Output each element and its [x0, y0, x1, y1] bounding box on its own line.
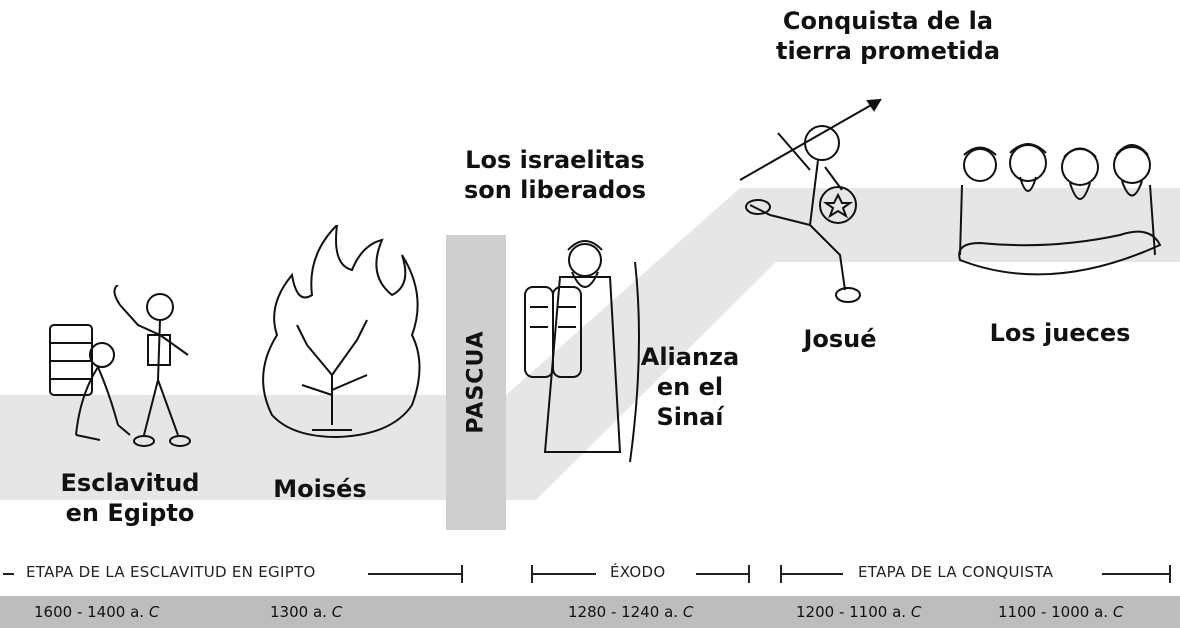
esclavitud-label: Esclavitud en Egipto — [30, 468, 230, 528]
stage-conquista: ETAPA DE LA CONQUISTA — [858, 563, 1054, 581]
band-low — [0, 395, 446, 500]
alianza-line2: en el — [656, 373, 724, 401]
date-1600-1400: 1600 - 1400 a. C — [34, 603, 159, 621]
date-1300: 1300 a. C — [270, 603, 342, 621]
date-3-era: C — [682, 603, 694, 621]
date-1-era: C — [148, 603, 160, 621]
pascua-label: PASCUA — [463, 330, 489, 434]
date-1-text: 1600 - 1400 a. — [34, 603, 145, 621]
conquista-line2: tierra prometida — [775, 37, 1001, 65]
date-3-text: 1280 - 1240 a. — [568, 603, 679, 621]
judges-icon — [958, 143, 1162, 276]
alianza-label: Alianza en el Sinaí — [640, 342, 740, 432]
joshua-icon — [739, 98, 882, 303]
pascua-bar — [446, 235, 506, 530]
date-2-era: C — [331, 603, 343, 621]
date-2-text: 1300 a. — [270, 603, 327, 621]
josue-label: Josué — [803, 325, 877, 353]
date-5-era: C — [1112, 603, 1124, 621]
date-1280-1240: 1280 - 1240 a. C — [568, 603, 693, 621]
burning-bush-icon — [262, 225, 421, 439]
date-4-era: C — [910, 603, 922, 621]
date-4-text: 1200 - 1100 a. — [796, 603, 907, 621]
stage-brackets — [3, 565, 1171, 583]
conquista-line1: Conquista de la — [782, 7, 994, 35]
conquista-label: Conquista de la tierra prometida — [768, 6, 1008, 66]
esclavitud-line1: Esclavitud — [60, 469, 200, 497]
esclavitud-line2: en Egipto — [65, 499, 195, 527]
slaves-icon — [49, 285, 191, 447]
alianza-line1: Alianza — [640, 343, 740, 371]
liberados-line2: son liberados — [463, 176, 647, 204]
date-bar — [0, 596, 1180, 628]
moses-icon — [524, 240, 640, 463]
band-rise — [506, 188, 1180, 500]
moises-label: Moisés — [273, 475, 367, 503]
stage-esclavitud: ETAPA DE LA ESCLAVITUD EN EGIPTO — [26, 563, 316, 581]
alianza-line3: Sinaí — [656, 403, 724, 431]
date-1100-1000: 1100 - 1000 a. C — [998, 603, 1123, 621]
stage-exodo: ÉXODO — [610, 563, 666, 581]
date-5-text: 1100 - 1000 a. — [998, 603, 1109, 621]
date-1200-1100: 1200 - 1100 a. C — [796, 603, 921, 621]
liberados-label: Los israelitas son liberados — [455, 145, 655, 205]
liberados-line1: Los israelitas — [465, 146, 645, 174]
jueces-label: Los jueces — [989, 319, 1131, 347]
